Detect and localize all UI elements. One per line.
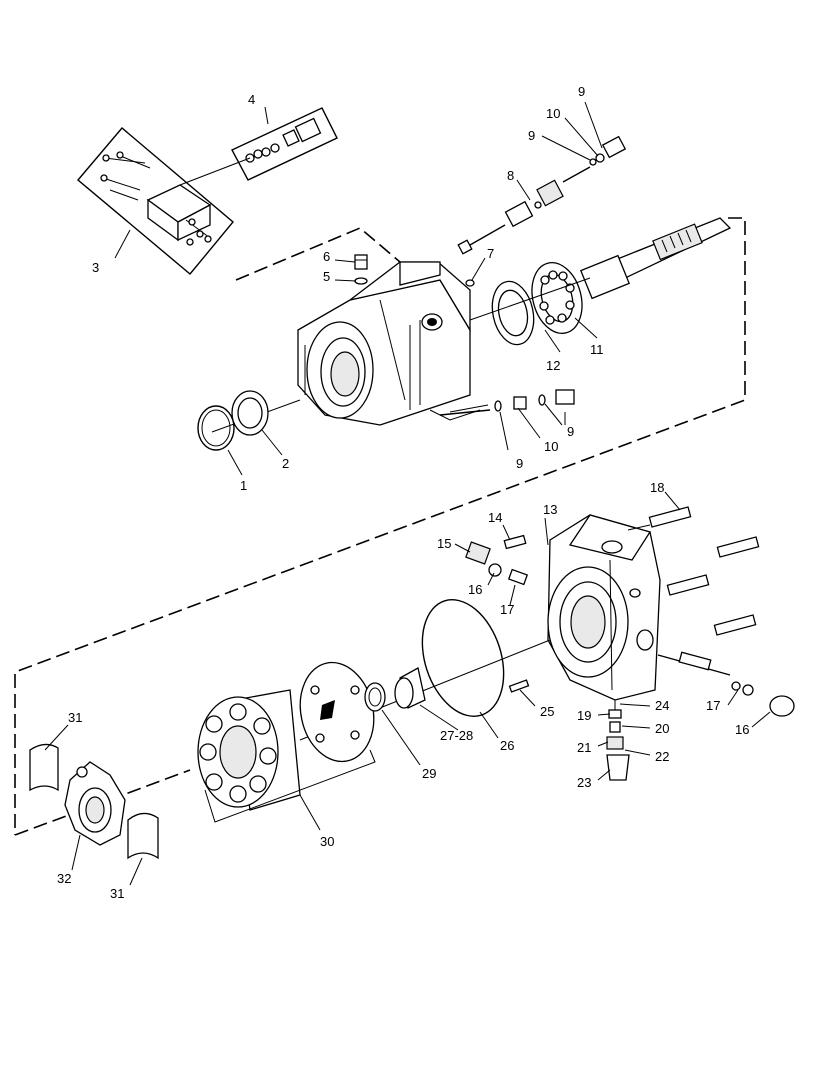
callout-12: 12: [546, 358, 560, 373]
port-block-13: [547, 514, 661, 701]
callout-8: 8: [507, 168, 514, 183]
control-spool-bottom: [439, 389, 575, 416]
shim-12: [491, 280, 535, 346]
callout-4: 4: [248, 92, 255, 107]
seal-2: [231, 390, 269, 436]
callout-32: 32: [57, 871, 71, 886]
callout-7: 7: [487, 246, 494, 261]
callout-14: 14: [488, 510, 502, 525]
bearing-shell-31-upper: [29, 743, 59, 792]
callout-3: 3: [92, 260, 99, 275]
callout-9-a: 9: [528, 128, 535, 143]
callout-16-a: 16: [468, 582, 482, 597]
callout-2: 2: [282, 456, 289, 471]
valve-parts-14-17: [465, 534, 529, 586]
control-spool-top: [457, 135, 627, 255]
callout-31-b: 31: [110, 886, 124, 901]
callout-10-a: 10: [546, 106, 560, 121]
o-ring-7: [465, 279, 475, 287]
axis-line-upper: [469, 277, 591, 321]
callout-21: 21: [577, 740, 591, 755]
callout-30: 30: [320, 834, 334, 849]
o-ring-5: [354, 277, 368, 285]
callout-24: 24: [655, 698, 669, 713]
ring-29: [364, 682, 386, 712]
valve-block-assembly-3: [77, 127, 234, 275]
callout-31-a: 31: [68, 710, 82, 725]
callout-labels: 1 2 3 4 5 6 7 8 9 9 9 9 10 10 11 12 13 1…: [57, 84, 749, 901]
pump-housing: [211, 261, 481, 433]
callout-9-c: 9: [567, 424, 574, 439]
callout-11: 11: [590, 342, 604, 357]
valve-stack-19-23: [606, 700, 630, 781]
drive-shaft: [579, 217, 732, 300]
callout-29: 29: [422, 766, 436, 781]
callout-27-28: 27-28: [440, 728, 473, 743]
valve-plate: [299, 661, 375, 763]
callout-20: 20: [655, 721, 669, 736]
callout-22: 22: [655, 749, 669, 764]
pin-25: [508, 679, 530, 693]
retaining-ring-1: [197, 405, 235, 451]
callout-9-b: 9: [578, 84, 585, 99]
callout-6: 6: [323, 249, 330, 264]
swashplate-32: [64, 761, 126, 846]
bearing-shell-31-lower: [127, 812, 159, 860]
callout-19: 19: [577, 708, 591, 723]
plug-6: [354, 254, 368, 270]
callout-15: 15: [437, 536, 451, 551]
relief-valve-assembly-4: [179, 106, 338, 186]
callout-17-a: 17: [500, 602, 514, 617]
callout-1: 1: [240, 478, 247, 493]
leader-lines: [44, 101, 771, 886]
callout-25: 25: [540, 704, 554, 719]
callout-18: 18: [650, 480, 664, 495]
bearing-plate-11: [531, 262, 583, 334]
cylinder-block-30: [197, 689, 301, 811]
callout-16-b: 16: [735, 722, 749, 737]
callout-23: 23: [577, 775, 591, 790]
callout-13: 13: [543, 502, 557, 517]
right-spool: [657, 651, 795, 717]
callout-26: 26: [500, 738, 514, 753]
callout-17-b: 17: [706, 698, 720, 713]
callout-10-b: 10: [544, 439, 558, 454]
spring-seat-27-28: [394, 667, 426, 709]
bolts-18: [627, 506, 760, 636]
callout-9-d: 9: [516, 456, 523, 471]
callout-5: 5: [323, 269, 330, 284]
